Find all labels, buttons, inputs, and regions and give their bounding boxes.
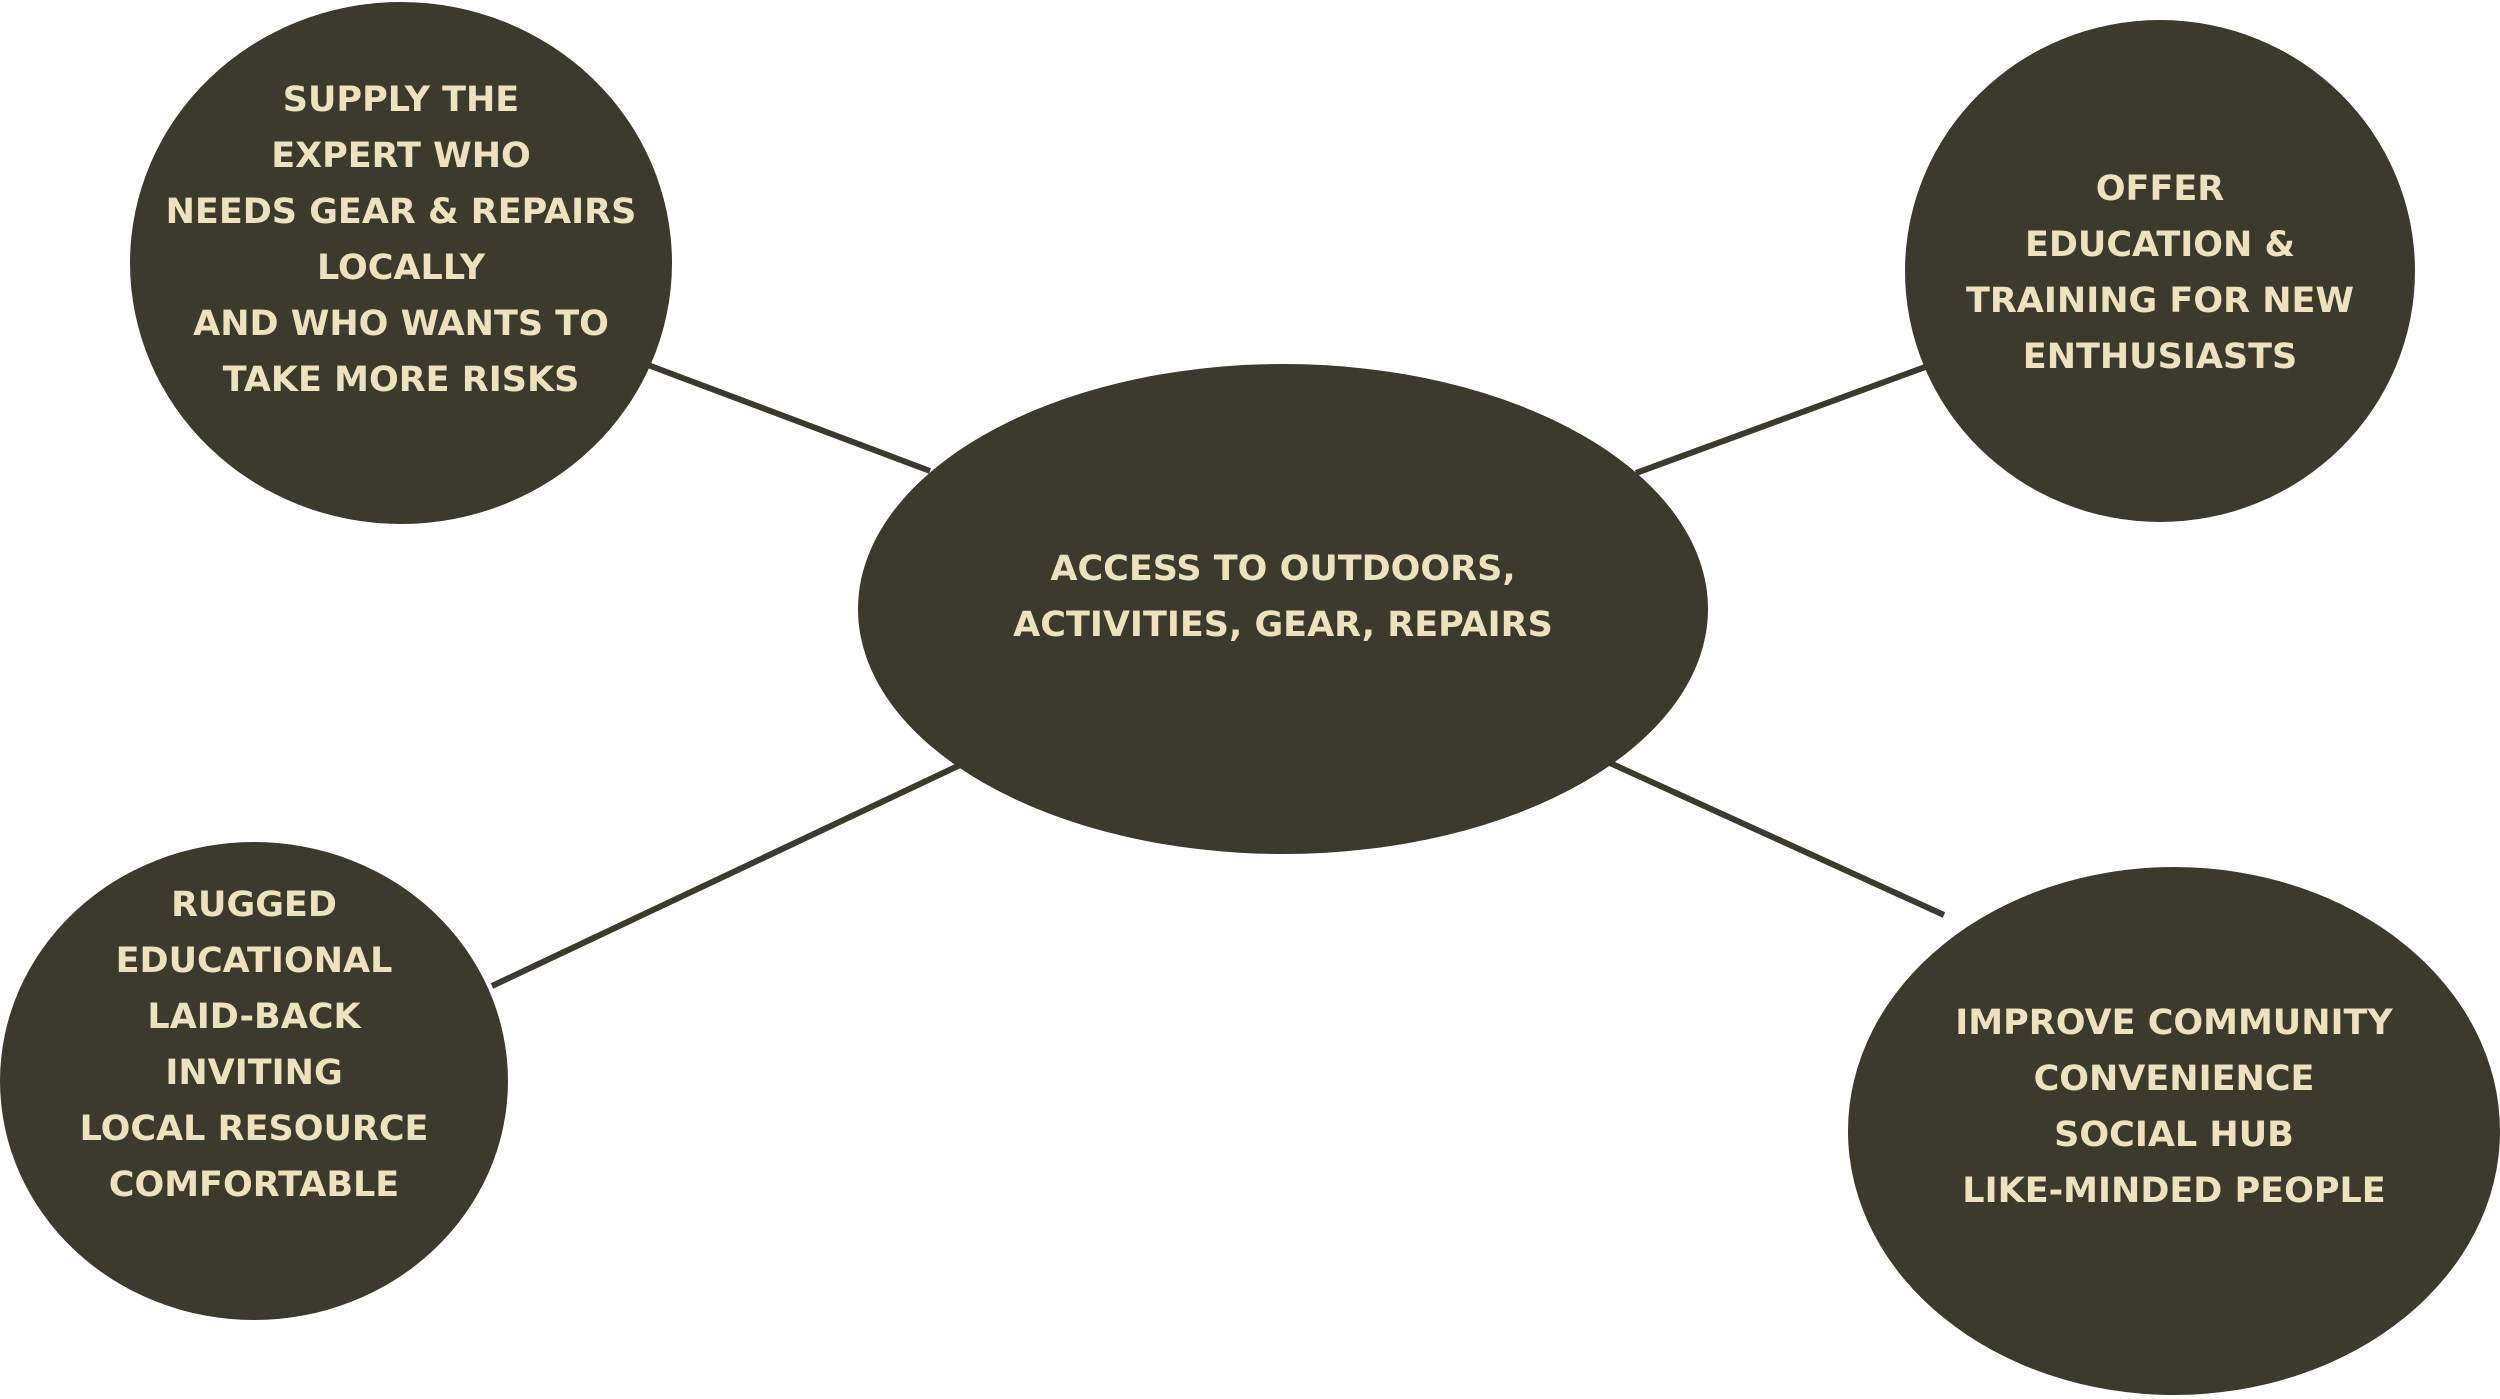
node-top-left-line-1: SUPPLY THE xyxy=(282,80,520,120)
node-bottom-left-line-2: EDUCATIONAL xyxy=(115,941,393,981)
node-top-right-line-3: TRAINING FOR NEW xyxy=(1965,281,2355,321)
connector-center-top-right xyxy=(1634,363,1930,476)
node-bottom-left-line-1: RUGGED xyxy=(171,885,337,925)
node-bottom-right-line-3: SOCIAL HUB xyxy=(2054,1115,2294,1155)
node-top-right-line-4: ENTHUSIASTS xyxy=(2022,337,2298,377)
node-bottom-left-line-6: COMFORTABLE xyxy=(108,1165,400,1205)
node-bottom-right: IMPROVE COMMUNITY CONVENIENCE SOCIAL HUB… xyxy=(1848,867,2500,1395)
node-top-left-line-2: EXPERT WHO xyxy=(271,136,531,176)
node-bottom-left: RUGGED EDUCATIONAL LAID-BACK INVITING LO… xyxy=(0,842,508,1320)
connector-center-top-left xyxy=(646,362,932,474)
connector-center-bottom-left xyxy=(490,762,962,989)
node-bottom-right-line-2: CONVENIENCE xyxy=(2033,1059,2315,1099)
node-top-right-line-2: EDUCATION & xyxy=(2024,225,2296,265)
node-top-right: OFFER EDUCATION & TRAINING FOR NEW ENTHU… xyxy=(1905,20,2415,522)
node-top-left-line-4: LOCALLY xyxy=(316,248,486,288)
node-top-left: SUPPLY THE EXPERT WHO NEEDS GEAR & REPAI… xyxy=(130,2,672,524)
node-top-left-line-5: AND WHO WANTS TO xyxy=(193,304,609,344)
node-bottom-left-line-3: LAID-BACK xyxy=(147,997,361,1037)
node-bottom-right-line-1: IMPROVE COMMUNITY xyxy=(1955,1003,2393,1043)
node-bottom-right-line-4: LIKE-MINDED PEOPLE xyxy=(1962,1171,2386,1211)
node-bottom-left-line-4: INVITING xyxy=(165,1053,343,1093)
node-center-line-1: ACCESS TO OUTDOORS, xyxy=(1050,549,1516,589)
node-top-left-line-3: NEEDS GEAR & REPAIRS xyxy=(165,192,637,232)
node-center-line-2: ACTIVITIES, GEAR, REPAIRS xyxy=(1013,605,1553,645)
connector-center-bottom-right xyxy=(1608,760,1946,918)
node-bottom-left-line-5: LOCAL RESOURCE xyxy=(79,1109,429,1149)
node-top-left-line-6: TAKE MORE RISKS xyxy=(222,360,580,400)
node-top-right-line-1: OFFER xyxy=(2095,169,2225,209)
node-center: ACCESS TO OUTDOORS, ACTIVITIES, GEAR, RE… xyxy=(858,364,1708,854)
